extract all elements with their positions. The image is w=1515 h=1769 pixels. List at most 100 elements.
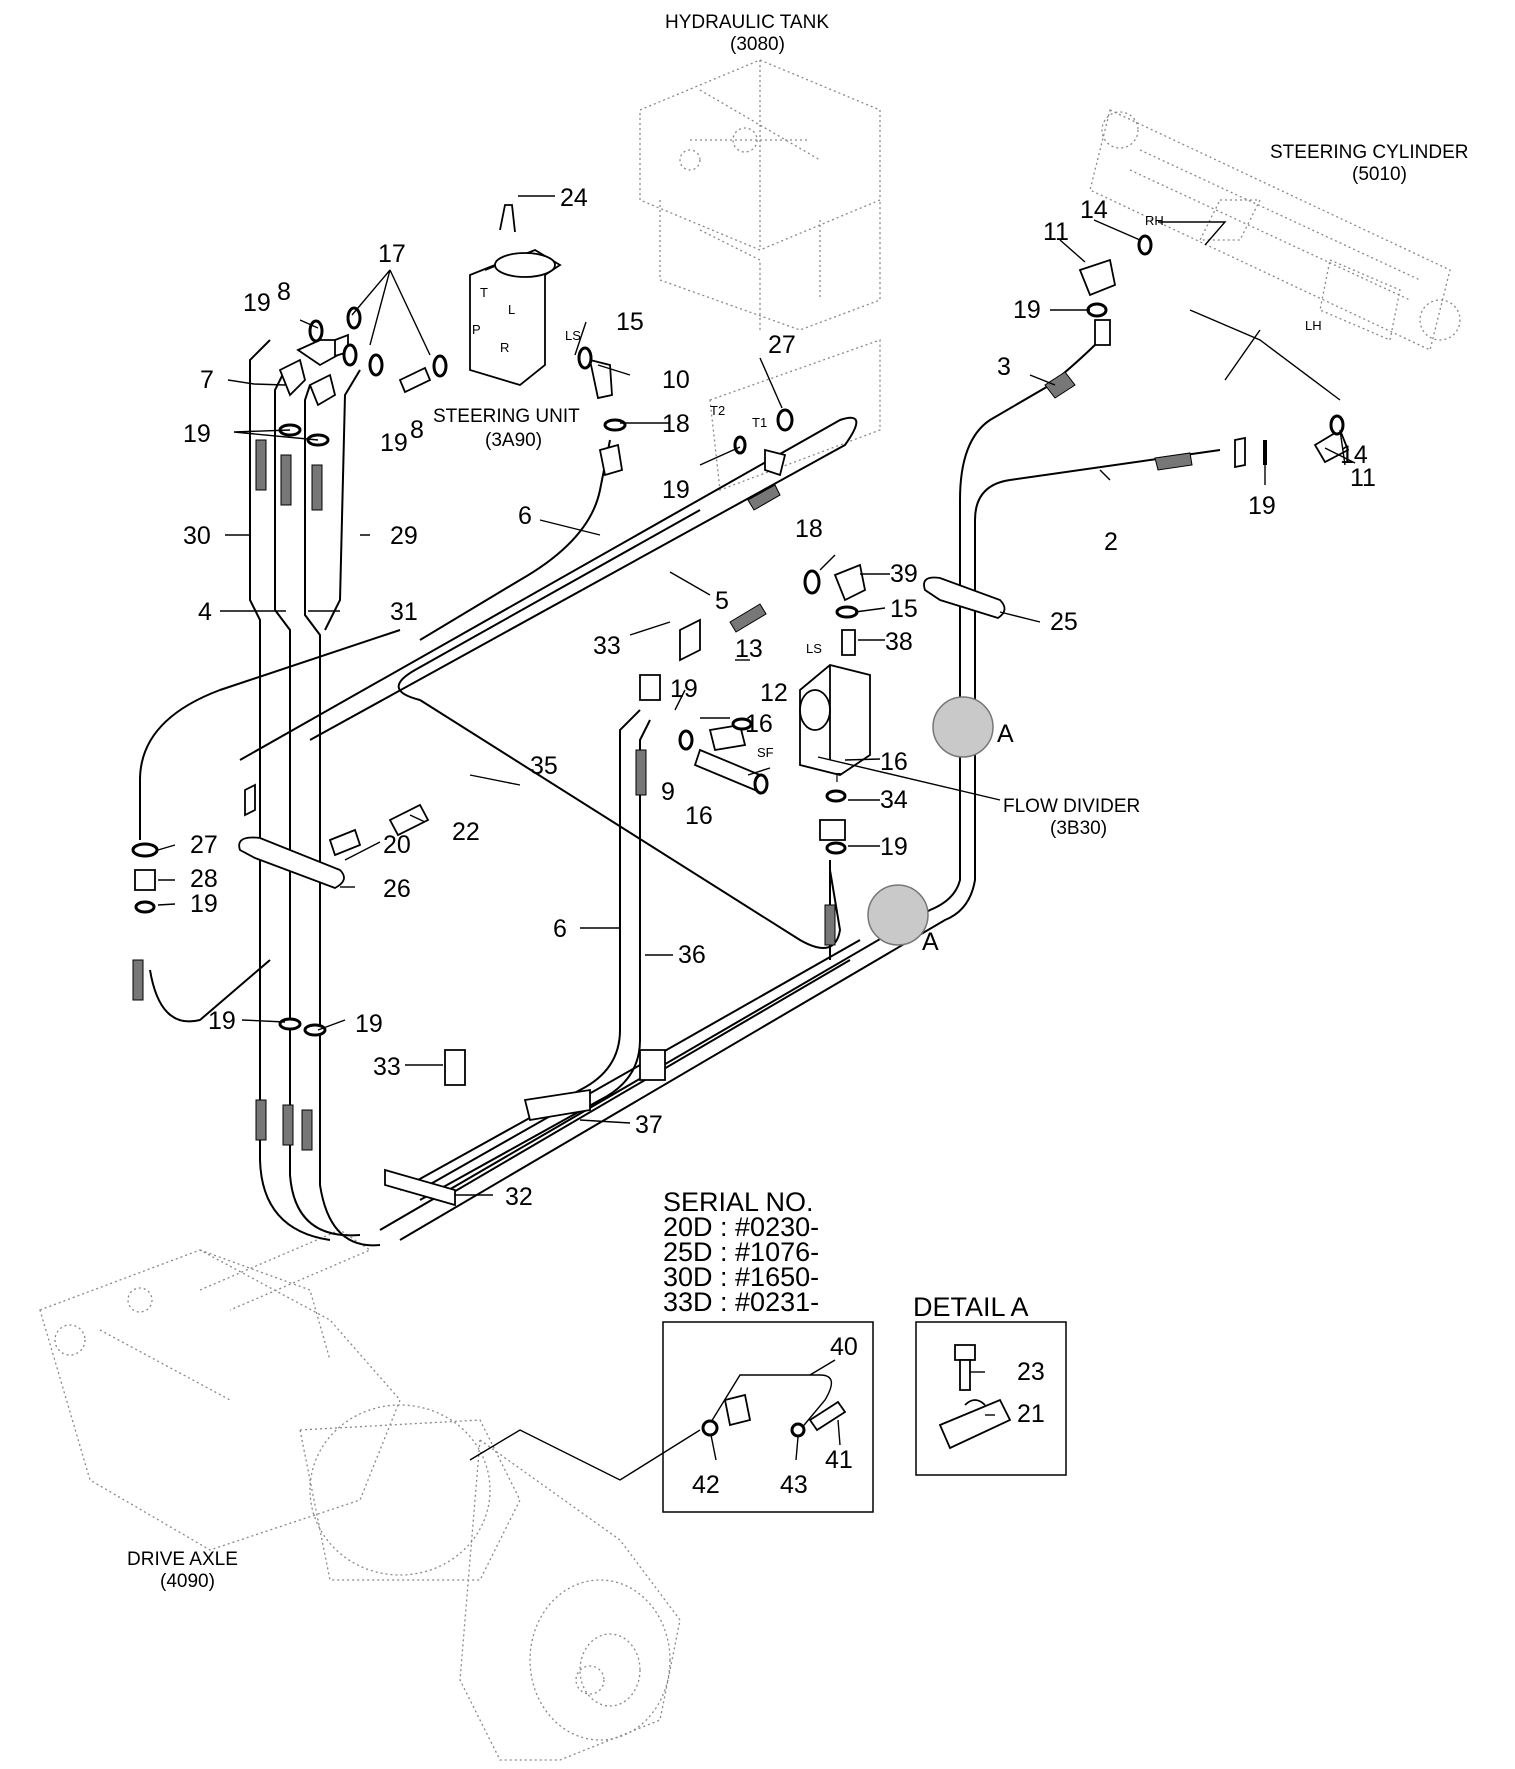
- callout-18: 18: [662, 410, 690, 438]
- callout-11: 11: [1043, 218, 1069, 246]
- port-label-t2: T2: [710, 403, 725, 418]
- port-label-ls-flow-divider: LS: [806, 641, 822, 656]
- steering-unit-code: (3A90): [485, 430, 542, 451]
- hose-braid-sections: [132, 371, 1193, 1151]
- callout-40: 40: [830, 1333, 858, 1361]
- callout-8: 8: [410, 416, 424, 444]
- steering-unit-label: STEERING UNIT: [433, 406, 580, 427]
- hose-routing: [139, 339, 1221, 1247]
- callout-19: 19: [243, 289, 271, 317]
- callout-22: 22: [452, 818, 480, 846]
- callout-3: 3: [997, 353, 1011, 381]
- callout-41: 41: [825, 1446, 853, 1474]
- callout-16: 16: [880, 748, 908, 776]
- port-label-lh: LH: [1305, 318, 1322, 333]
- flow-divider: [799, 664, 871, 776]
- steering-cylinder-outline: [1089, 109, 1461, 351]
- hydraulic-tank-label: HYDRAULIC TANK: [665, 12, 829, 33]
- callout-9: 9: [661, 778, 675, 806]
- callout-19: 19: [190, 890, 218, 918]
- callout-12: 12: [760, 679, 788, 707]
- serial-title: SERIAL NO.: [663, 1187, 814, 1217]
- callout-27: 27: [768, 331, 796, 359]
- callout-32: 32: [505, 1183, 533, 1211]
- drive-axle-label: DRIVE AXLE: [127, 1549, 238, 1570]
- callout-19: 19: [380, 429, 408, 457]
- callout-10: 10: [662, 366, 690, 394]
- callout-19: 19: [183, 420, 211, 448]
- callout-42: 42: [692, 1471, 720, 1499]
- fittings: [134, 258, 1350, 1086]
- drive-axle-code: (4090): [160, 1571, 215, 1592]
- callout-A: A: [922, 928, 939, 956]
- callout-7: 7: [200, 366, 214, 394]
- callout-19: 19: [662, 476, 690, 504]
- callout-A: A: [997, 720, 1014, 748]
- callout-27: 27: [190, 831, 218, 859]
- callout-20: 20: [383, 831, 411, 859]
- flow-divider-label: FLOW DIVIDER: [1003, 796, 1140, 817]
- callout-36: 36: [678, 941, 706, 969]
- callout-39: 39: [890, 560, 918, 588]
- callout-17: 17: [378, 240, 406, 268]
- callout-19: 19: [355, 1010, 383, 1038]
- callout-5: 5: [715, 587, 729, 615]
- callout-43: 43: [780, 1471, 808, 1499]
- callout-15: 15: [616, 308, 644, 336]
- callout-37: 37: [635, 1111, 663, 1139]
- port-label-r: R: [500, 340, 509, 355]
- clamps: [238, 576, 1006, 1207]
- callout-30: 30: [183, 522, 211, 550]
- detail-a-title: DETAIL A: [913, 1292, 1029, 1322]
- callout-8: 8: [277, 278, 291, 306]
- callout-19: 19: [670, 675, 698, 703]
- callout-13: 13: [735, 635, 763, 663]
- callout-24: 24: [560, 184, 588, 212]
- callout-6: 6: [518, 502, 532, 530]
- callout-14: 14: [1340, 441, 1368, 469]
- port-label-l: L: [508, 302, 515, 317]
- steering-unit: [469, 204, 562, 386]
- port-label-ls: LS: [565, 328, 581, 343]
- callout-34: 34: [880, 786, 908, 814]
- port-label-t: T: [480, 285, 488, 300]
- port-label-t1: T1: [752, 415, 767, 430]
- callout-21: 21: [1017, 1400, 1045, 1428]
- callout-25: 25: [1050, 608, 1078, 636]
- hydraulic-tank-outline: [639, 59, 881, 491]
- callout-6: 6: [553, 915, 567, 943]
- leader-lines: [157, 195, 1356, 1461]
- serial-line-30d: 30D : #1650-: [663, 1262, 819, 1292]
- port-label-rh: RH: [1145, 213, 1164, 228]
- callout-38: 38: [885, 628, 913, 656]
- port-label-t-flow-divider: T: [833, 770, 841, 785]
- callout-31: 31: [390, 598, 418, 626]
- callout-33: 33: [373, 1053, 401, 1081]
- callout-14: 14: [1080, 196, 1108, 224]
- serial-line-25d: 25D : #1076-: [663, 1237, 819, 1267]
- callout-16: 16: [685, 802, 713, 830]
- callout-26: 26: [383, 875, 411, 903]
- flow-divider-code: (3B30): [1050, 818, 1107, 839]
- callout-35: 35: [530, 752, 558, 780]
- callout-23: 23: [1017, 1358, 1045, 1386]
- callout-4: 4: [198, 598, 212, 626]
- steering-cylinder-code: (5010): [1352, 164, 1407, 185]
- serial-line-33d: 33D : #0231-: [663, 1287, 819, 1317]
- callout-numbers: 24 17 19 8 15 7 10 18 19 8 19 27 19 30 2…: [183, 184, 1376, 1499]
- callout-28: 28: [190, 865, 218, 893]
- steering-cylinder-label: STEERING CYLINDER: [1270, 142, 1468, 163]
- serial-detail-box: [469, 1321, 874, 1513]
- callout-18: 18: [795, 515, 823, 543]
- serial-line-20d: 20D : #0230-: [663, 1212, 819, 1242]
- drive-axle-outline: [39, 1229, 681, 1761]
- callout-19: 19: [880, 833, 908, 861]
- hydraulic-tank-code: (3080): [730, 34, 785, 55]
- callout-19: 19: [208, 1007, 236, 1035]
- detail-a-box: [915, 1321, 1067, 1476]
- callout-19: 19: [1013, 296, 1041, 324]
- port-label-p: P: [472, 322, 481, 337]
- port-label-sf: SF: [757, 745, 774, 760]
